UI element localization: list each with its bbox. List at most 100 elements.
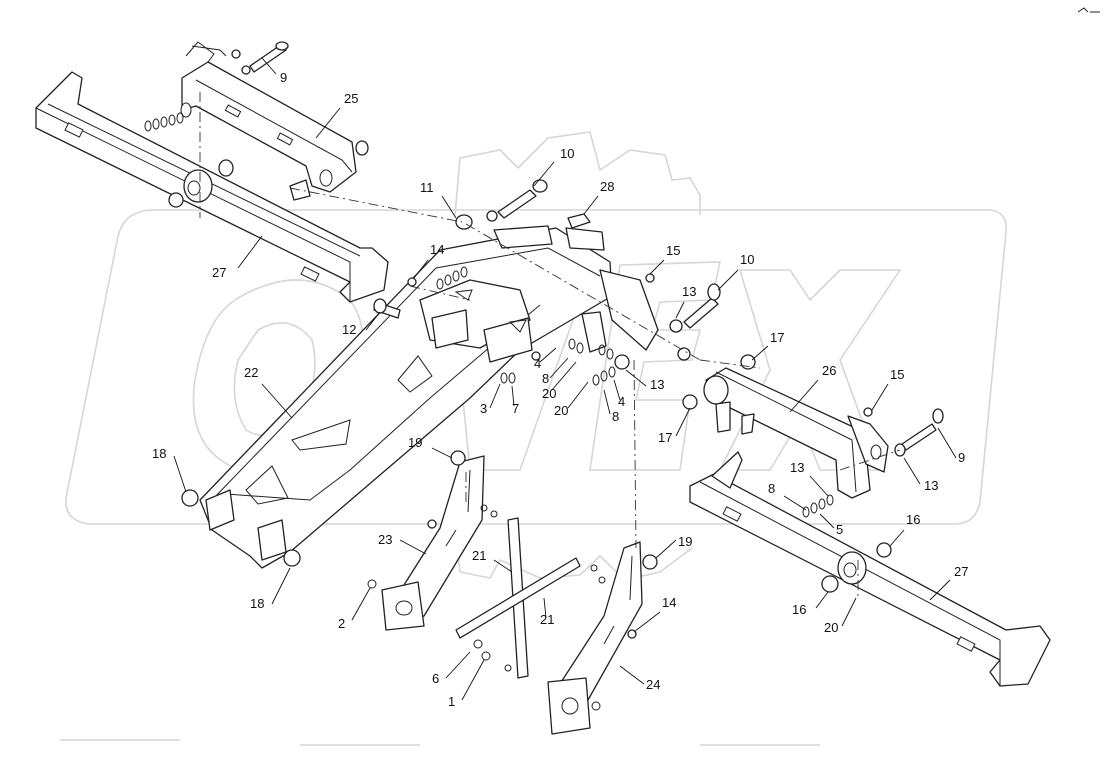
callout-label-9: 9 [280, 70, 287, 85]
callout-leader-16 [889, 529, 905, 547]
callout-leader-25 [315, 107, 341, 139]
callout-label-20: 20 [824, 620, 838, 635]
callout-leader-lines [173, 57, 957, 701]
callout-leader-10 [533, 161, 555, 187]
callout-leader-8 [603, 389, 611, 415]
callout-label-24: 24 [646, 677, 660, 692]
callout-label-21: 21 [540, 612, 554, 627]
callout-leader-10 [717, 269, 739, 291]
callout-label-20: 20 [542, 386, 556, 401]
callout-leader-24 [619, 665, 645, 685]
callout-leader-23 [399, 539, 427, 555]
callout-label-22: 22 [244, 365, 258, 380]
callout-label-6: 6 [432, 671, 439, 686]
callout-leader-9 [261, 57, 277, 75]
callout-leader-11 [441, 195, 457, 219]
callout-label-19: 19 [408, 435, 422, 450]
callout-label-17: 17 [658, 430, 672, 445]
callout-leader-26 [789, 379, 819, 413]
callout-leader-16 [815, 591, 829, 609]
callout-leader-4 [613, 379, 621, 401]
callout-label-2: 2 [338, 616, 345, 631]
callout-label-18: 18 [250, 596, 264, 611]
callout-leader-13 [903, 457, 921, 485]
callout-label-14: 14 [430, 242, 444, 257]
callout-leader-19 [655, 539, 677, 559]
callout-leader-18 [271, 567, 291, 605]
callout-label-12: 12 [342, 322, 356, 337]
callout-label-25: 25 [344, 91, 358, 106]
callout-leader-14 [633, 611, 661, 633]
callout-label-18: 18 [152, 446, 166, 461]
part-26-right-bracket [703, 367, 889, 499]
callout-label-28: 28 [600, 179, 614, 194]
callout-leader-13 [675, 301, 685, 319]
callout-leader-12 [365, 311, 381, 331]
callout-leader-21 [543, 597, 547, 619]
callout-leader-9 [937, 427, 957, 459]
part-21-straps [455, 517, 581, 679]
callout-label-27: 27 [212, 265, 226, 280]
callout-leader-13 [809, 475, 829, 497]
callout-label-27: 27 [954, 564, 968, 579]
callout-label-13: 13 [790, 460, 804, 475]
callout-label-7: 7 [512, 401, 519, 416]
callout-label-19: 19 [678, 534, 692, 549]
callout-leader-20 [567, 381, 589, 409]
callout-leader-20 [551, 361, 577, 391]
callout-leader-6 [445, 651, 471, 679]
callout-leader-27 [929, 579, 951, 601]
callout-label-16: 16 [792, 602, 806, 617]
callout-label-23: 23 [378, 532, 392, 547]
callout-label-8: 8 [768, 481, 775, 496]
part-27-left-beam [35, 71, 389, 303]
part-22-main-frame [199, 225, 659, 569]
callout-leader-3 [489, 383, 501, 409]
callout-label-10: 10 [560, 146, 574, 161]
callout-label-1: 1 [448, 694, 455, 709]
callout-leader-17 [675, 407, 691, 437]
callout-leader-5 [819, 513, 835, 529]
callout-leader-14 [413, 259, 429, 279]
callout-leader-18 [173, 455, 187, 493]
callout-label-8: 8 [612, 409, 619, 424]
callout-label-10: 10 [740, 252, 754, 267]
corner-mark-icon [1077, 7, 1100, 13]
callout-leader-20 [841, 597, 857, 627]
callout-label-13: 13 [924, 478, 938, 493]
callout-leader-7 [511, 385, 515, 407]
part-23-lower-arm [381, 455, 485, 631]
callout-label-15: 15 [890, 367, 904, 382]
callout-label-11: 11 [420, 180, 434, 195]
callout-leader-8 [783, 495, 807, 511]
callout-leader-13 [625, 369, 647, 387]
callout-label-8: 8 [542, 371, 549, 386]
callout-label-5: 5 [836, 522, 843, 537]
callout-label-14: 14 [662, 595, 676, 610]
small-hardware [144, 41, 944, 711]
callout-leader-1 [461, 659, 485, 701]
callout-label-4: 4 [618, 394, 625, 409]
callout-label-13: 13 [682, 284, 696, 299]
callout-label-21: 21 [472, 548, 486, 563]
part-27-right-beam [689, 451, 1051, 687]
callout-label-3: 3 [480, 401, 487, 416]
callout-leader-15 [649, 259, 665, 275]
callout-leader-21 [493, 559, 513, 573]
callout-label-20: 20 [554, 403, 568, 418]
callout-leader-27 [237, 235, 263, 269]
callout-label-17: 17 [770, 330, 784, 345]
assembly-centerlines [199, 92, 901, 596]
callout-label-9: 9 [958, 450, 965, 465]
callout-leader-28 [583, 195, 599, 215]
callout-leader-4 [539, 347, 557, 363]
callout-leader-19 [431, 447, 453, 459]
callout-leader-15 [871, 383, 889, 411]
callout-leader-8 [549, 357, 569, 379]
callout-leader-17 [751, 345, 769, 361]
callout-label-26: 26 [822, 363, 836, 378]
part-25-upper-bracket [180, 41, 357, 201]
